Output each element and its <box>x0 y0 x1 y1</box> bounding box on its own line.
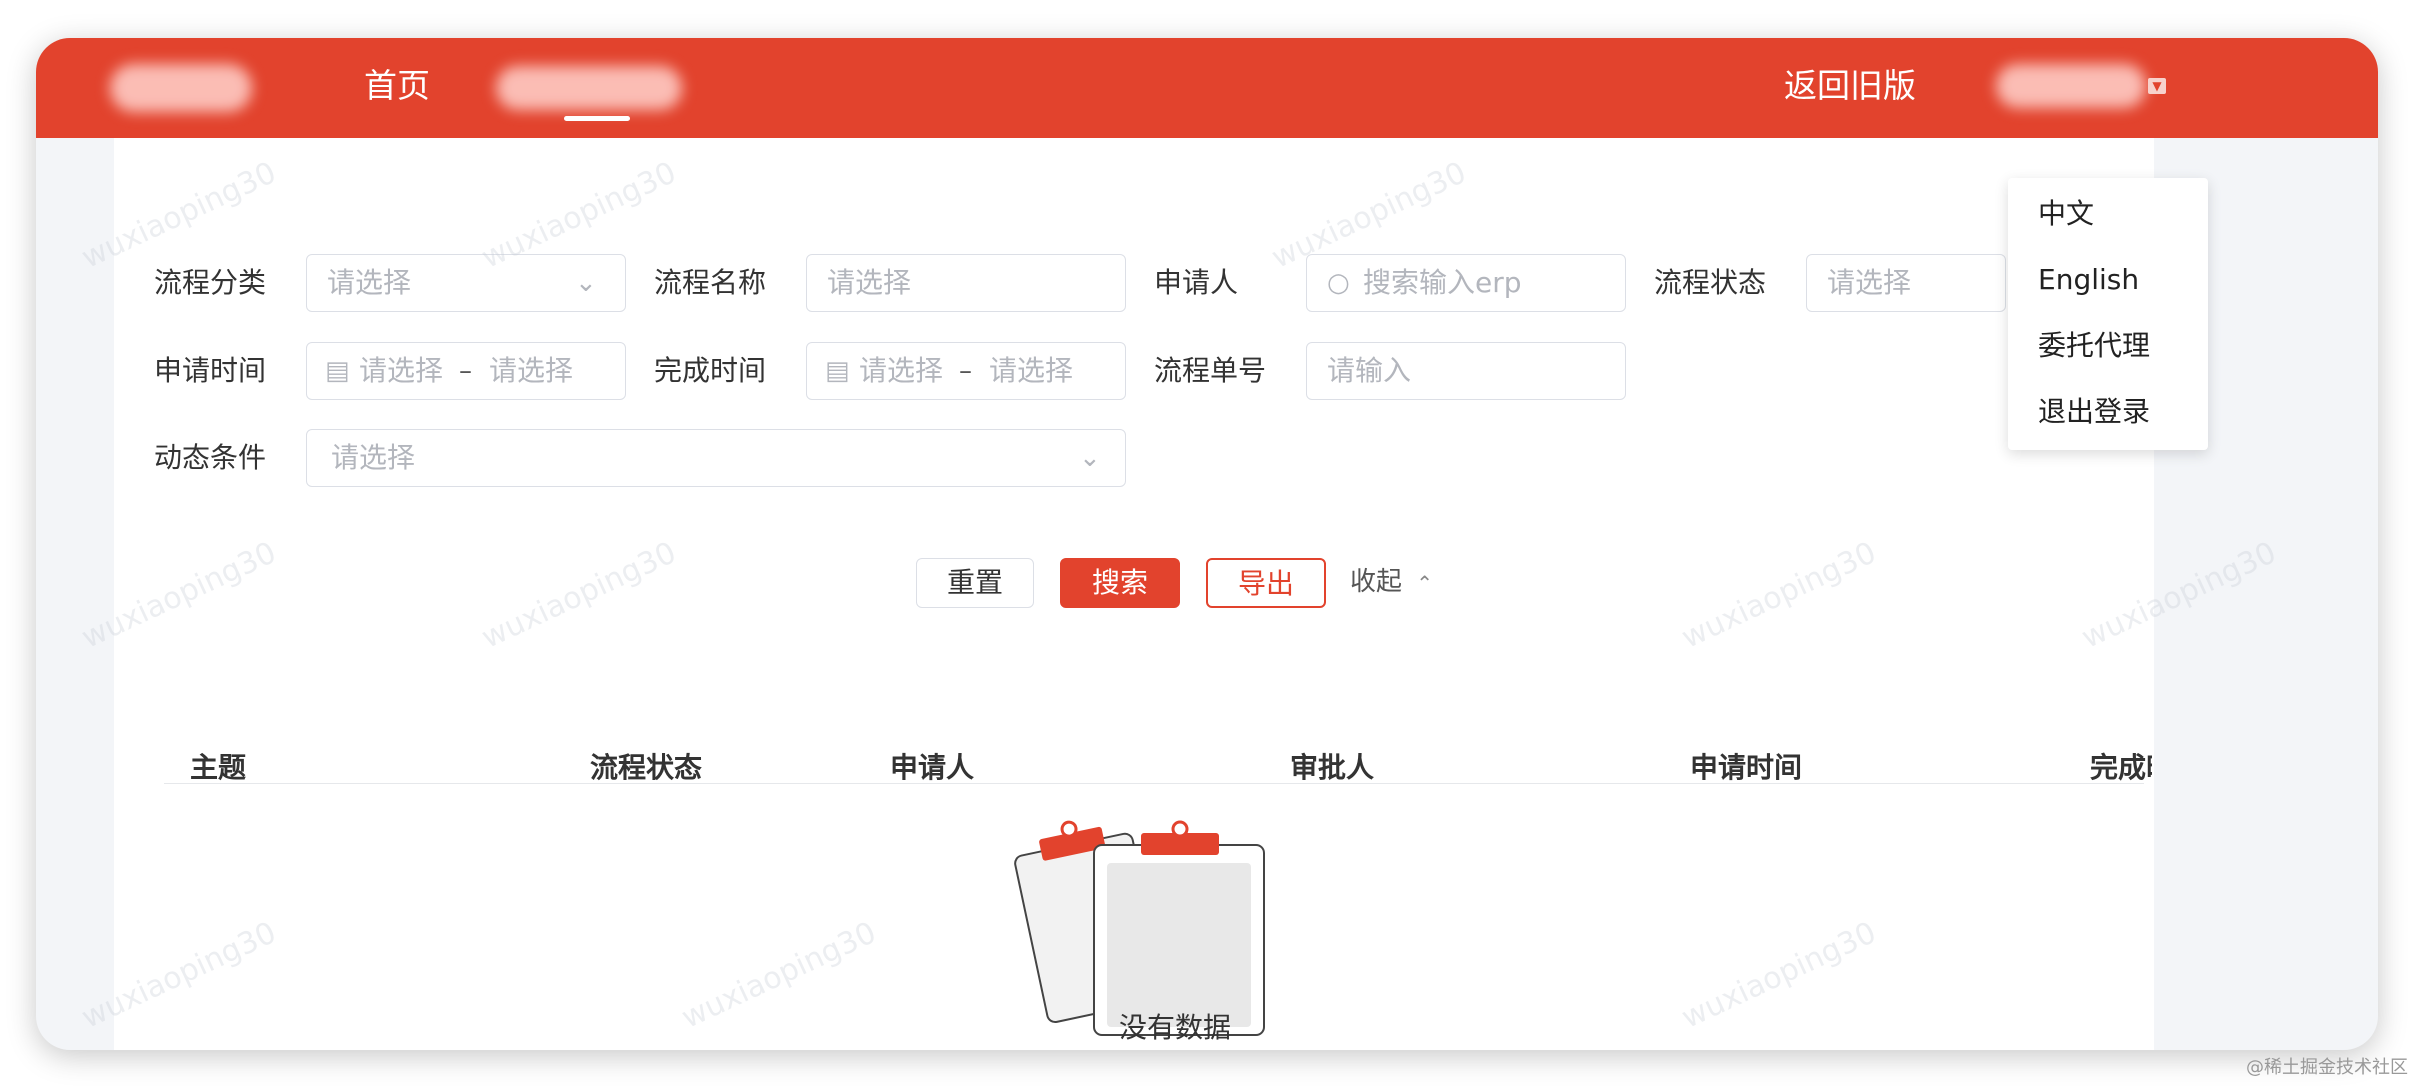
range-separator: – <box>459 356 472 386</box>
dynamic-placeholder: 请选择 <box>331 441 416 474</box>
reset-button[interactable]: 重置 <box>916 558 1034 608</box>
apply-time-label: 申请时间 <box>154 354 267 387</box>
chevron-down-icon[interactable]: ⌄ <box>1079 443 1101 473</box>
watermark-text: wuxiaoping30 <box>676 915 882 1036</box>
dynamic-condition-select[interactable]: 请选择 ⌄ <box>306 429 1126 487</box>
empty-state-text: 没有数据 <box>1119 1011 1232 1044</box>
collapse-label[interactable]: 收起 <box>1350 567 1403 597</box>
status-select[interactable]: 请选择 <box>1806 254 2006 312</box>
watermark-text: wuxiaoping30 <box>476 535 682 656</box>
finish-time-label: 完成时间 <box>654 354 767 387</box>
user-dropdown-menu: 中文 English 委托代理 退出登录 <box>2008 178 2208 450</box>
chevron-down-icon[interactable]: ⌄ <box>575 268 597 298</box>
export-button[interactable]: 导出 <box>1206 558 1326 608</box>
name-placeholder: 请选择 <box>827 266 912 299</box>
main-content: 流程分类 请选择 ⌄ 流程名称 请选择 申请人 ○ 搜索输入erp 流程状态 请… <box>76 138 2282 1050</box>
finish-time-range[interactable]: ▤ 请选择 – 请选择 <box>806 342 1126 400</box>
apply-time-range[interactable]: ▤ 请选择 – 请选择 <box>306 342 626 400</box>
col-apply-time: 申请时间 <box>1690 751 1803 784</box>
app-window: 首页 返回旧版 ▼ 流程分类 请选择 ⌄ 流程名称 请选择 申请人 ○ 搜索输入… <box>36 38 2378 1050</box>
col-subject: 主题 <box>190 751 247 784</box>
category-label: 流程分类 <box>154 266 267 299</box>
name-select[interactable]: 请选择 <box>806 254 1126 312</box>
col-finish-time: 完成时间 <box>2090 751 2152 784</box>
name-label: 流程名称 <box>654 266 767 299</box>
watermark-text: wuxiaoping30 <box>1676 535 1882 656</box>
range-separator: – <box>959 356 972 386</box>
table-header-divider <box>164 783 2144 784</box>
top-navbar: 首页 返回旧版 ▼ <box>36 38 2378 138</box>
finish-time-start[interactable]: 请选择 <box>859 354 944 387</box>
category-select[interactable]: 请选择 ⌄ <box>306 254 626 312</box>
watermark-text: wuxiaoping30 <box>2076 535 2282 656</box>
applicant-placeholder[interactable]: 搜索输入erp <box>1363 266 1522 299</box>
watermark-text: wuxiaoping30 <box>76 915 282 1036</box>
nav-home-link[interactable]: 首页 <box>364 66 430 105</box>
order-no-label: 流程单号 <box>1154 354 1267 387</box>
col-applicant: 申请人 <box>890 751 975 784</box>
status-placeholder: 请选择 <box>1827 266 1912 299</box>
finish-time-end[interactable]: 请选择 <box>989 354 1074 387</box>
order-no-input[interactable]: 请输入 <box>1306 342 1626 400</box>
empty-clipboard-icon <box>1014 820 1265 1036</box>
dynamic-label: 动态条件 <box>154 441 267 474</box>
apply-time-start[interactable]: 请选择 <box>359 354 444 387</box>
menu-item-logout[interactable]: 退出登录 <box>2038 395 2151 428</box>
watermark-text: wuxiaoping30 <box>76 155 282 276</box>
watermark-text: wuxiaoping30 <box>1676 915 1882 1036</box>
watermark-text: wuxiaoping30 <box>76 535 282 656</box>
col-status: 流程状态 <box>590 751 703 784</box>
nav-item-blurred[interactable] <box>496 66 682 110</box>
order-no-placeholder: 请输入 <box>1327 354 1412 387</box>
brand-logo-blurred[interactable] <box>110 64 252 112</box>
applicant-search[interactable]: ○ 搜索输入erp <box>1306 254 1626 312</box>
status-label: 流程状态 <box>1654 266 1767 299</box>
calendar-icon: ▤ <box>325 356 350 386</box>
collapse-toggle[interactable]: 收起 ⌃ <box>1350 562 1433 603</box>
nav-active-indicator <box>564 116 630 121</box>
chevron-down-icon[interactable]: ▼ <box>2148 78 2166 94</box>
menu-item-english[interactable]: English <box>2038 263 2140 296</box>
apply-time-end[interactable]: 请选择 <box>489 354 574 387</box>
menu-item-chinese[interactable]: 中文 <box>2038 197 2095 230</box>
search-icon: ○ <box>1327 268 1350 298</box>
menu-item-delegate[interactable]: 委托代理 <box>2038 329 2151 362</box>
applicant-label: 申请人 <box>1154 266 1239 299</box>
chevron-up-icon[interactable]: ⌃ <box>1416 571 1434 595</box>
category-placeholder: 请选择 <box>327 266 412 299</box>
user-name-blurred[interactable] <box>1996 64 2146 108</box>
calendar-icon: ▤ <box>825 356 850 386</box>
search-button[interactable]: 搜索 <box>1060 558 1180 608</box>
corner-credit: @稀土掘金技术社区 <box>2246 1057 2408 1078</box>
back-to-old-version-link[interactable]: 返回旧版 <box>1784 66 1916 105</box>
col-approver: 审批人 <box>1290 751 1375 784</box>
